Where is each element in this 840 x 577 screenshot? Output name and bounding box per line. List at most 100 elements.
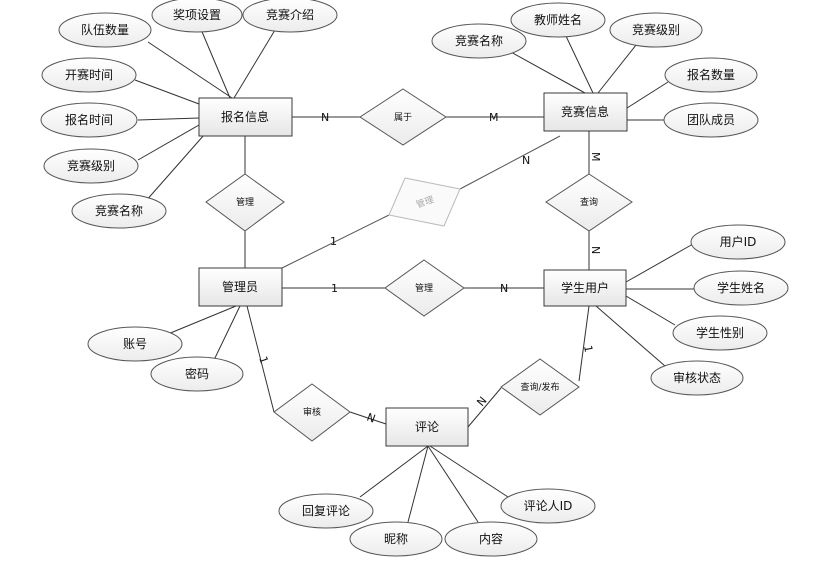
edge-review-comment [349,411,387,425]
attr-content[interactable]: 内容 [444,521,538,557]
attr-teacher-name[interactable]: 教师姓名 [510,2,606,38]
entity-competition-info-label: 竞赛信息 [561,104,609,119]
attr-user-id-label: 用户ID [720,234,757,249]
edge-admin-review [246,305,275,413]
entity-registration-info[interactable]: 报名信息 [198,97,293,137]
edge-reg-a5 [137,117,200,121]
relationship-manage-comp[interactable]: 管理 [388,177,461,227]
edges [134,26,695,523]
edge-reg-a3 [233,29,276,99]
entity-registration-info-label: 报名信息 [221,109,269,124]
entity-student-user[interactable]: 学生用户 [543,269,627,307]
card-reg-belong: N [321,111,329,124]
attr-register-count-label: 报名数量 [687,67,735,82]
edge-reg-a6 [137,124,200,161]
relationship-query-label: 查询 [580,196,598,208]
attr-student-name-label: 学生姓名 [717,280,765,295]
attr-student-name[interactable]: 学生姓名 [693,270,789,306]
relationship-query[interactable]: 查询 [545,173,633,232]
card-comp-query: M [589,152,602,162]
entity-admin[interactable]: 管理员 [198,267,283,307]
attr-register-count[interactable]: 报名数量 [664,57,758,93]
edge-admin-c2 [213,305,241,361]
attr-review-status[interactable]: 审核状态 [650,360,744,396]
edge-reg-a7 [144,134,205,203]
relationship-belong-label: 属于 [394,112,412,123]
attr-start-time[interactable]: 开赛时间 [41,57,137,93]
attr-account-label: 账号 [123,337,147,351]
relationship-review-label: 审核 [303,406,321,418]
attr-comp-level[interactable]: 竞赛级别 [609,12,703,48]
edge-querypub-student [578,305,590,382]
edge-comp-b2 [564,33,594,94]
attr-team-count-label: 队伍数量 [81,22,129,37]
attr-team-count[interactable]: 队伍数量 [58,12,152,48]
card-querypub-student: 1 [581,344,595,353]
attr-start-time-label: 开赛时间 [65,67,113,82]
relationship-query-publish-label: 查询/发布 [520,381,559,393]
attr-competition-level-label: 竞赛级别 [67,158,115,173]
card-admin-manage3: 1 [331,282,338,295]
attr-competition-intro[interactable]: 竞赛介绍 [242,0,338,33]
edge-reg-a1 [147,41,233,99]
edge-comp-b3 [597,39,641,94]
attr-content-label: 内容 [479,531,503,546]
card-manage3-student: N [500,282,508,295]
edge-admin-c1 [167,305,237,335]
card-comment-querypub: N [474,394,489,409]
entity-comment[interactable]: 评论 [385,407,469,447]
attr-teacher-name-label: 教师姓名 [534,12,582,27]
relationship-review[interactable]: 审核 [273,383,351,442]
attr-team-members-label: 团队成员 [687,112,735,127]
attr-register-time-label: 报名时间 [65,112,113,127]
card-review-comment: N [365,411,377,426]
entity-competition-info[interactable]: 竞赛信息 [543,92,628,132]
edge-student-d3 [625,295,676,326]
entity-student-user-label: 学生用户 [561,280,609,295]
edge-comment-e3 [427,445,479,523]
attr-award-setting-label: 奖项设置 [173,8,221,22]
attr-register-time[interactable]: 报名时间 [40,102,138,138]
attr-competition-name[interactable]: 竞赛名称 [71,193,167,229]
attr-account[interactable]: 账号 [87,326,183,362]
attr-team-members[interactable]: 团队成员 [663,102,759,138]
entity-comment-label: 评论 [415,420,439,434]
edge-comp-b1 [499,45,586,94]
attr-password[interactable]: 密码 [150,356,244,392]
attr-user-id[interactable]: 用户ID [690,224,786,260]
card-belong-comp: M [489,111,499,124]
edge-admin-manage2 [281,214,390,269]
relationship-query-publish[interactable]: 查询/发布 [500,358,580,416]
attr-reply-comment-label: 回复评论 [302,504,350,518]
card-admin-review: 1 [256,355,271,366]
attr-password-label: 密码 [185,366,209,381]
edge-comment-e2 [407,445,429,523]
edge-comment-e4 [429,445,509,498]
attr-nickname-label: 昵称 [384,532,408,546]
edge-reg-a2 [199,26,231,99]
edge-manage2-comp [459,135,561,190]
entity-admin-label: 管理员 [222,279,258,294]
attr-nickname[interactable]: 昵称 [349,521,443,557]
edge-comp-b4 [626,81,669,109]
attr-review-status-label: 审核状态 [673,370,721,385]
attr-student-gender[interactable]: 学生性别 [672,315,768,351]
attr-comp-level-label: 竞赛级别 [632,22,680,37]
card-admin-manage2: 1 [330,235,337,248]
attr-award-setting[interactable]: 奖项设置 [151,0,243,33]
attr-commenter-id[interactable]: 评论人ID [500,488,596,524]
relationship-belong[interactable]: 属于 [359,88,447,146]
edge-reg-a4 [134,79,200,105]
attr-comp-name-label: 竞赛名称 [455,33,503,48]
edge-student-d4 [595,305,666,367]
relationship-manage-student[interactable]: 管理 [384,259,465,317]
edge-student-d1 [625,243,694,283]
attr-reply-comment[interactable]: 回复评论 [278,493,374,529]
card-manage2-comp: N [522,154,530,167]
relationship-manage-reg[interactable]: 管理 [205,173,285,232]
attr-competition-intro-label: 竞赛介绍 [266,7,314,22]
attr-comp-name[interactable]: 竞赛名称 [431,23,527,59]
attr-competition-level[interactable]: 竞赛级别 [43,148,139,184]
edge-comment-querypub [467,387,502,428]
